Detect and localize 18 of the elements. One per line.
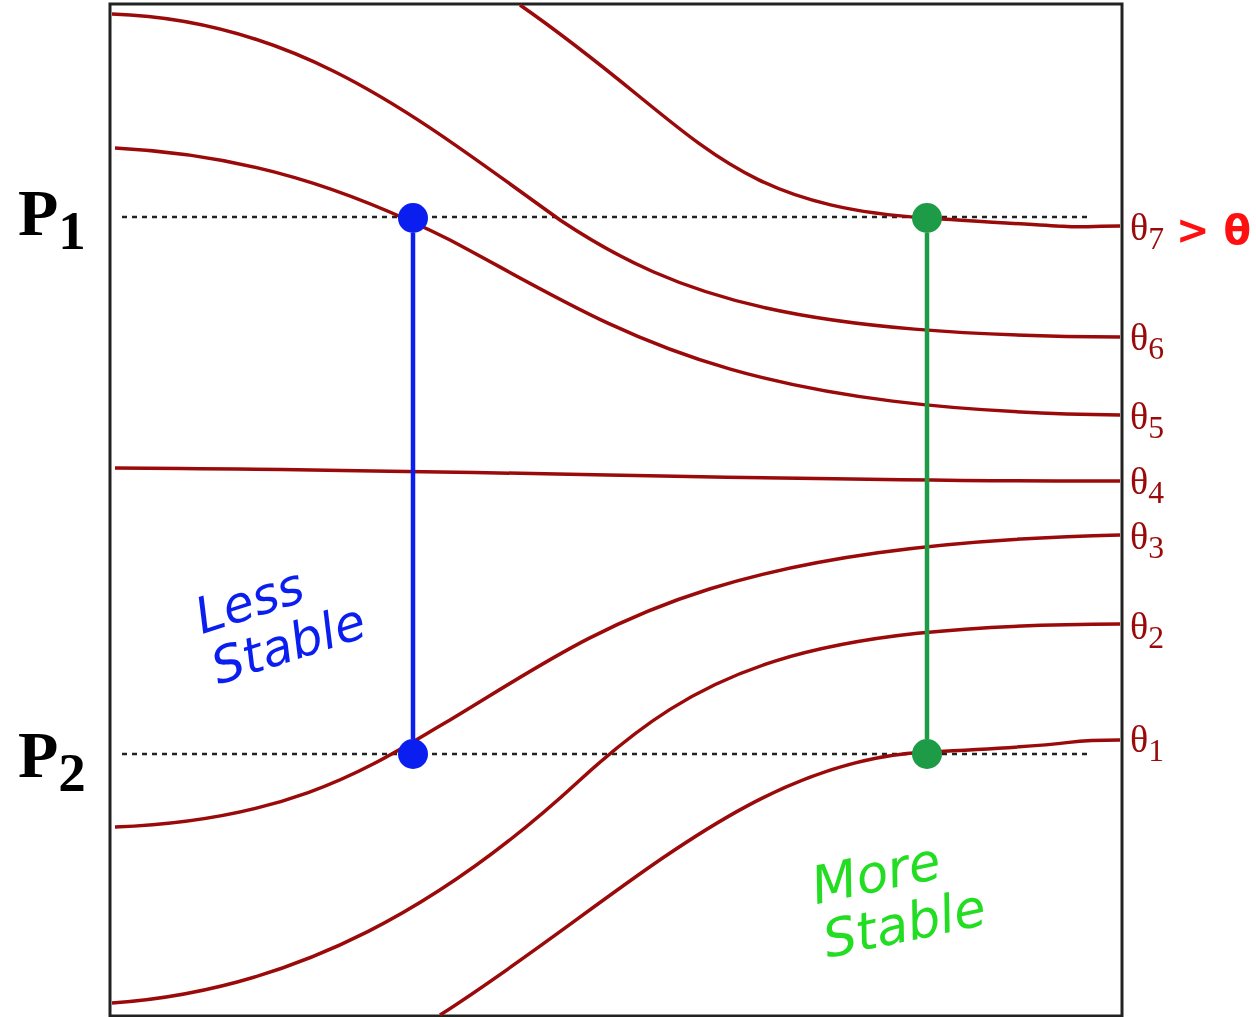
isentrope-label: θ$_{7}$ <box>1130 208 1165 255</box>
isentrope-label: θ$_{6}$ <box>1130 318 1165 365</box>
isentrope-label: θ$_{5}$ <box>1130 397 1165 444</box>
point-marker <box>398 203 428 233</box>
annotation-text: > θ <box>1176 210 1251 250</box>
vertical-line <box>924 233 930 739</box>
point-marker <box>912 203 942 233</box>
annotation-text: Less Stable <box>188 555 374 694</box>
annotation-text: More Stable <box>806 829 993 968</box>
isentrope-label: θ$_{2}$ <box>1130 607 1165 654</box>
point-marker <box>912 739 942 769</box>
isentrope-label: θ$_{4}$ <box>1130 462 1165 509</box>
isentrope-label: θ$_{3}$ <box>1130 517 1165 564</box>
vertical-line <box>410 233 416 739</box>
pressure-label: P$_{1}$ <box>18 180 86 259</box>
pressure-label: P$_{2}$ <box>18 722 86 801</box>
isentrope-label: θ$_{1}$ <box>1130 720 1165 767</box>
point-marker <box>398 739 428 769</box>
